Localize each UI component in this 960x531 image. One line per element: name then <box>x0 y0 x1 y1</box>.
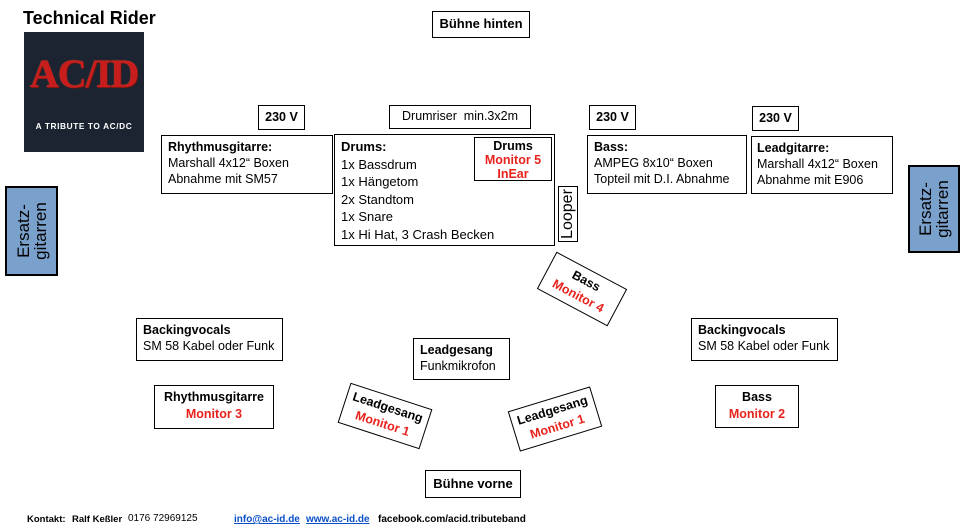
drums-line: 1x Bassdrum <box>341 156 417 172</box>
lead-guitar-line: Marshall 4x12“ Boxen <box>757 157 878 171</box>
backing-vocals-line: SM 58 Kabel oder Funk <box>143 339 275 353</box>
spare-guitars-line1: Ersatz- <box>13 204 33 258</box>
drums-heading: Drums: <box>341 139 387 154</box>
spare-guitars-label: Ersatz- gitarren <box>13 186 50 276</box>
drum-monitor-type: InEar <box>497 167 529 181</box>
rhythm-guitar-line: Abnahme mit SM57 <box>168 172 278 186</box>
lead-guitar-amp-box: Leadgitarre: Marshall 4x12“ Boxen Abnahm… <box>751 136 893 194</box>
power-label-lead: 230 V <box>752 106 799 131</box>
website-link[interactable]: www.ac-id.de <box>306 514 370 525</box>
spare-guitars-line1: Ersatz- <box>916 182 935 236</box>
spare-guitars-line2: gitarren <box>30 202 50 260</box>
spare-guitars-line2: gitarren <box>933 180 952 238</box>
lead-guitar-line: Abnahme mit E906 <box>757 173 864 187</box>
contact-phone: 0176 72969125 <box>128 513 198 524</box>
monitor-label: Monitor 2 <box>728 407 786 421</box>
lead-vocal-line: Funkmikrofon <box>420 359 496 373</box>
looper-label: Looper <box>559 189 576 239</box>
contact-name: Ralf Keßler <box>72 514 123 525</box>
bass-line: Topteil mit D.I. Abnahme <box>594 172 730 186</box>
lead-guitar-heading: Leadgitarre: <box>757 141 830 155</box>
backing-vocals-heading: Backingvocals <box>698 323 786 337</box>
lead-vocal-monitor-left: Leadgesang Monitor 1 <box>337 382 433 450</box>
rhythm-monitor-3: Rhythmusgitarre Monitor 3 <box>154 385 274 429</box>
bass-monitor-4: Bass Monitor 4 <box>536 251 628 327</box>
power-text: 230 V <box>265 110 298 124</box>
email-link[interactable]: info@ac-id.de <box>234 514 300 525</box>
drums-line: 1x Snare <box>341 209 394 224</box>
stage-front-text: Bühne vorne <box>433 476 513 491</box>
bass-heading: Bass: <box>594 140 629 154</box>
logo-letters: AC/ID <box>29 51 139 96</box>
facebook-text: facebook.com/acid.tributeband <box>378 514 526 525</box>
lead-vocal-monitor-right: Leadgesang Monitor 1 <box>507 386 603 452</box>
stage-back-label: Bühne hinten <box>432 11 530 38</box>
drum-monitor-heading: Drums <box>493 139 533 153</box>
drum-monitor-box: Drums Monitor 5 InEar <box>474 137 552 181</box>
stage-front-label: Bühne vorne <box>425 470 521 498</box>
spare-guitars-right: Ersatz- gitarren <box>908 165 960 253</box>
lead-vocal-heading: Leadgesang <box>420 343 493 357</box>
stage-back-text: Bühne hinten <box>439 16 523 31</box>
drumriser-text: Drumriser min.3x2m <box>402 109 518 123</box>
bass-amp-box: Bass: AMPEG 8x10“ Boxen Topteil mit D.I.… <box>587 135 747 194</box>
band-logo: AC/ID A TRIBUTE TO AC/DC <box>24 32 144 152</box>
rhythm-guitar-line: Marshall 4x12“ Boxen <box>168 156 289 170</box>
footer-phone: 0176 72969125 <box>128 513 198 524</box>
drum-monitor-number: Monitor 5 <box>484 153 542 167</box>
footer-facebook: facebook.com/acid.tributeband <box>378 514 526 525</box>
backing-vocals-heading: Backingvocals <box>143 323 231 337</box>
drums-line: 1x Hi Hat, 3 Crash Becken <box>341 226 495 242</box>
power-text: 230 V <box>759 111 792 125</box>
power-label-rhythm: 230 V <box>258 105 305 130</box>
power-label-bass: 230 V <box>589 105 636 130</box>
page-title: Technical Rider <box>23 8 156 28</box>
drums-line: 2x Standtom <box>341 191 414 207</box>
spare-guitars-left: Ersatz- gitarren <box>5 186 58 276</box>
footer-website[interactable]: www.ac-id.de <box>306 514 370 525</box>
looper-box: Looper <box>558 186 578 242</box>
bass-line: AMPEG 8x10“ Boxen <box>594 156 713 170</box>
footer-email[interactable]: info@ac-id.de <box>234 514 300 525</box>
bass-monitor-heading: Bass <box>742 390 772 404</box>
contact-label: Kontakt: <box>27 514 66 525</box>
footer-contact-name: Ralf Keßler <box>72 514 122 525</box>
spare-guitars-label: Ersatz- gitarren <box>916 164 952 254</box>
backing-vocals-right: Backingvocals SM 58 Kabel oder Funk <box>691 318 838 361</box>
power-text: 230 V <box>596 110 629 124</box>
drumriser-label: Drumriser min.3x2m <box>389 105 531 129</box>
backing-vocals-line: SM 58 Kabel oder Funk <box>698 339 830 353</box>
footer-contact-label: Kontakt: <box>27 514 66 525</box>
bass-monitor-2: Bass Monitor 2 <box>715 385 799 428</box>
rhythm-guitar-heading: Rhythmusgitarre: <box>168 140 273 154</box>
drums-line: 1x Hängetom <box>341 174 419 189</box>
logo-subtitle: A TRIBUTE TO AC/DC <box>35 121 133 131</box>
rhythm-monitor-heading: Rhythmusgitarre <box>163 390 265 404</box>
lead-vocal-box: Leadgesang Funkmikrofon <box>413 338 510 380</box>
rhythm-guitar-amp-box: Rhythmusgitarre: Marshall 4x12“ Boxen Ab… <box>161 135 333 194</box>
monitor-label: Monitor 3 <box>185 407 243 421</box>
backing-vocals-left: Backingvocals SM 58 Kabel oder Funk <box>136 318 283 361</box>
